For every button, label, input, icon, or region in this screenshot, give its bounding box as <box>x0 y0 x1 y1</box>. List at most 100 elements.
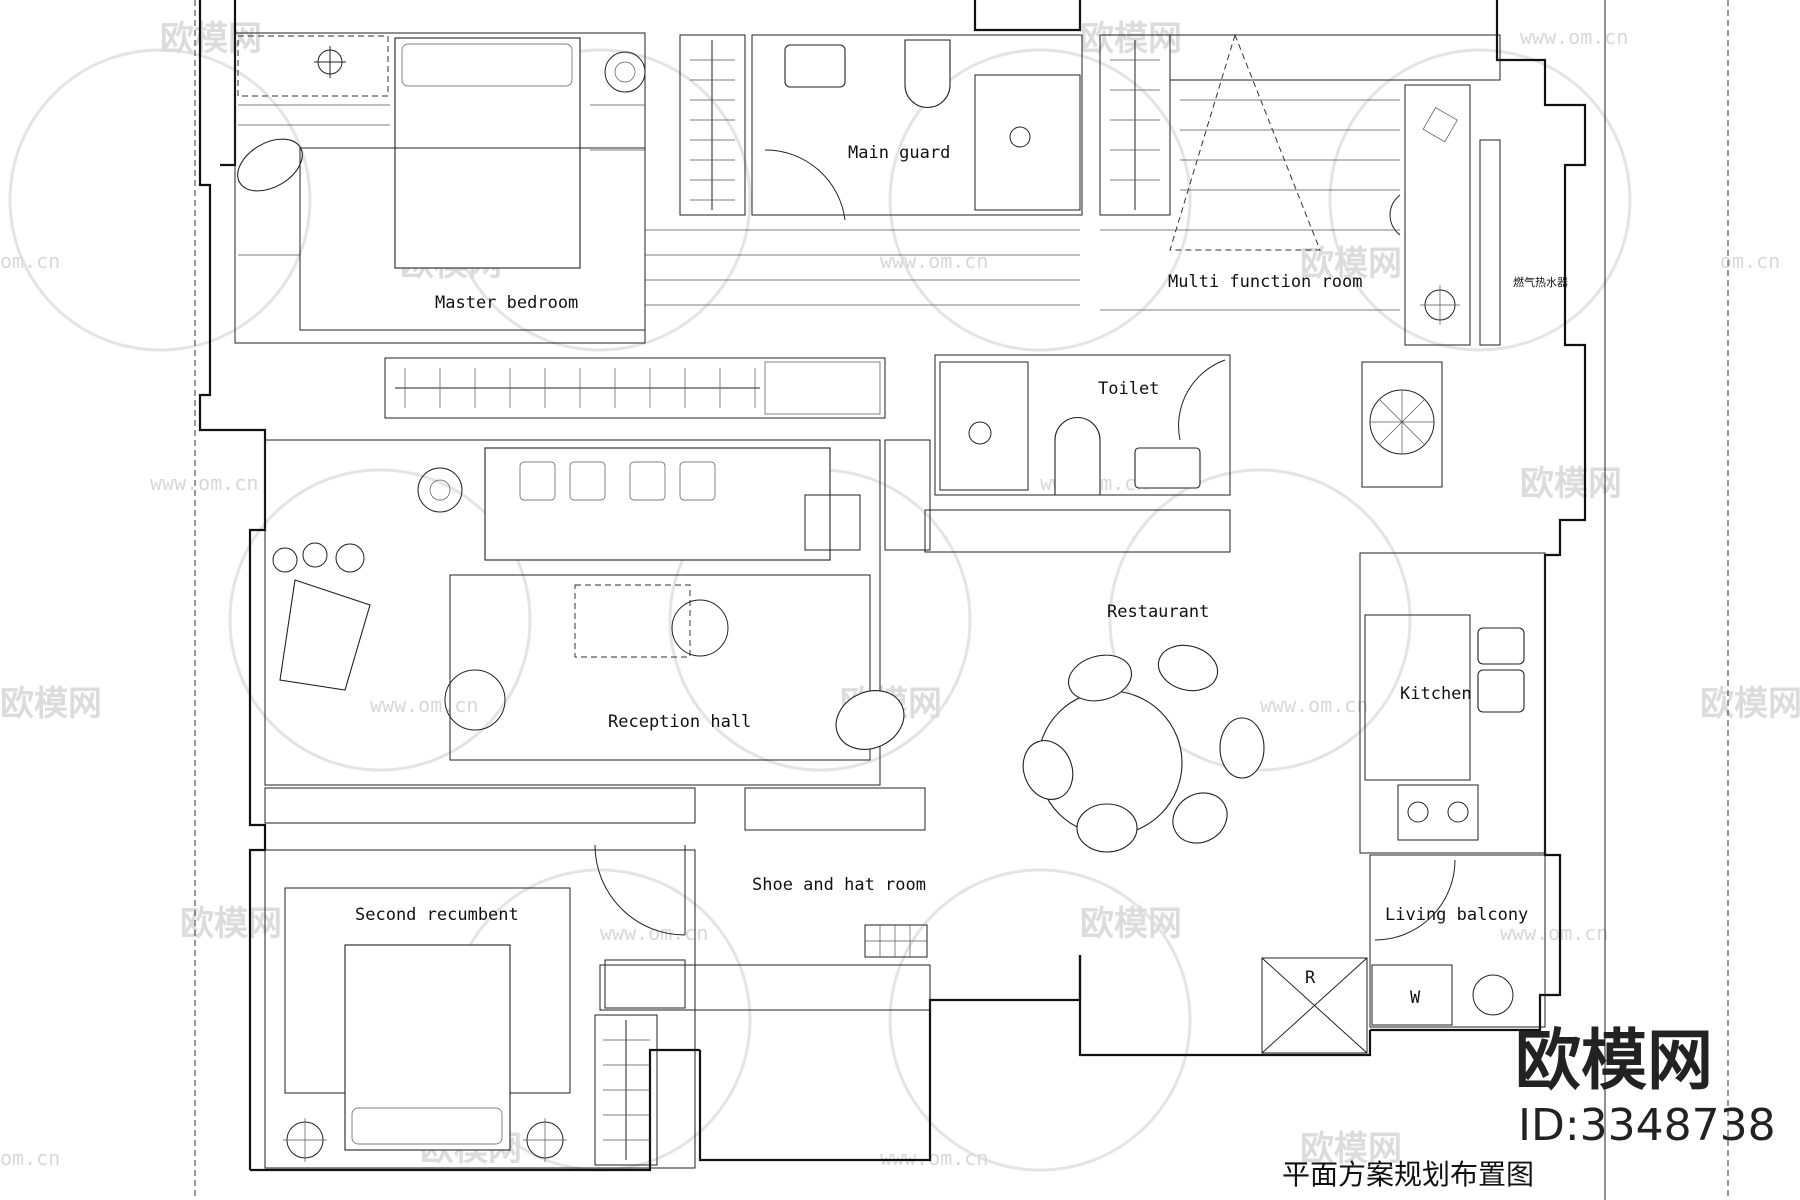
shoe-and-hat-room-label: Shoe and hat room <box>752 875 926 895</box>
watermark-site: www.om.cn <box>880 1146 988 1170</box>
wall-right <box>1370 0 1587 1032</box>
watermark-site: www.om.cn <box>370 693 478 717</box>
multi-function-area: Multi function room 燃气热水器 <box>1099 33 1568 346</box>
hall-wardrobe <box>384 357 886 419</box>
dining-chair <box>1076 803 1138 853</box>
vanity-basin <box>784 44 846 88</box>
plan-caption: 平面方案规划布置图 <box>1282 1158 1534 1191</box>
lamp-icon <box>604 51 646 93</box>
sofa-cushion <box>629 461 666 501</box>
watermark-site-short: om.cn <box>0 249 60 273</box>
watermark-brand: 欧模网 <box>1700 684 1800 724</box>
living-balcony-label: Living balcony <box>1385 905 1528 925</box>
wall-top-notch <box>973 0 1082 32</box>
shelf-rack <box>1099 34 1171 216</box>
living-balcony-area: W R Living balcony <box>1261 854 1546 1054</box>
potted-plant <box>1361 361 1443 488</box>
master-rug <box>299 147 646 331</box>
shower-drain-icon <box>968 421 992 445</box>
wall-cabinet <box>1169 34 1501 81</box>
lounge-chair <box>237 138 303 192</box>
dining-chair <box>1157 644 1219 692</box>
main-guard-label: Main guard <box>848 143 950 163</box>
watermark-brand: 欧模网 <box>1080 904 1182 944</box>
washer-box <box>1371 964 1453 1026</box>
balcony-outline <box>1369 854 1546 1028</box>
dining-chair <box>1068 654 1132 702</box>
watermark-ring <box>1108 468 1412 772</box>
watermark-site: www.om.cn <box>1520 25 1628 49</box>
burner-icon <box>1407 801 1429 823</box>
master-floor-boards <box>238 104 1080 306</box>
coffee-table <box>574 584 691 658</box>
toilet-icon <box>904 39 951 109</box>
armchair <box>279 579 371 691</box>
watermark-ring <box>8 48 312 352</box>
toilet-label: Toilet <box>1098 379 1159 399</box>
wardrobe-rack <box>679 34 746 216</box>
wardrobe-drawer <box>764 361 881 415</box>
kitchen-outline <box>1359 552 1546 854</box>
lounge-chair <box>835 690 905 750</box>
sofa-cushion <box>519 461 556 501</box>
chair-icon <box>1389 194 1401 236</box>
second-bedroom-area: Second recumbent <box>264 849 696 1169</box>
watermark-brand: 欧模网 <box>0 684 102 724</box>
washer-mark: W <box>1410 988 1421 1008</box>
brand-id: ID:3348738 <box>1518 1100 1776 1151</box>
fridge-box <box>1261 957 1368 1054</box>
floor-lamp-icon <box>429 479 451 501</box>
watermark-ring <box>888 868 1192 1172</box>
cabinet <box>604 959 686 1009</box>
stool-icon <box>302 542 328 568</box>
watermark-site: www.om.cn <box>150 471 258 495</box>
cabinet-rows <box>264 439 1231 1011</box>
door-swing <box>594 844 686 936</box>
drawing-frame <box>194 0 1729 1200</box>
restaurant-label: Restaurant <box>1107 602 1209 622</box>
watermark-site: www.om.cn <box>1500 921 1608 945</box>
main-guard-outline <box>751 34 1083 216</box>
watermark-brand: 欧模网 <box>1300 244 1402 284</box>
desk <box>1404 84 1471 346</box>
basin-icon <box>1134 447 1201 489</box>
stool-icon <box>272 547 298 573</box>
watermark-brand: 欧模网 <box>160 19 262 59</box>
refrigerator-mark: R <box>1305 968 1316 988</box>
sofa <box>484 447 831 561</box>
sink-icon <box>1477 627 1525 665</box>
shower-enclosure <box>939 361 1029 491</box>
watermark-site-short: om.cn <box>0 1146 60 1170</box>
reception-hall-label: Reception hall <box>608 712 751 732</box>
door-swing <box>1374 859 1456 941</box>
second-bed <box>344 944 511 1151</box>
cooktop <box>1397 784 1479 841</box>
nightstand-left <box>237 35 389 97</box>
wall-bottom-mid <box>698 955 1082 1162</box>
sofa-cushion <box>679 461 716 501</box>
sink-icon <box>1477 669 1525 713</box>
main-guard-area: Main guard <box>751 34 1083 221</box>
display-cabinet <box>744 787 926 831</box>
watermark-ring <box>228 468 532 772</box>
watermark-site: www.om.cn <box>1260 693 1368 717</box>
reception-hall-area: Reception hall <box>264 439 905 786</box>
master-bedroom-label: Master bedroom <box>435 293 578 313</box>
second-recumbent-label: Second recumbent <box>355 905 519 925</box>
heater-label: 燃气热水器 <box>1513 275 1568 289</box>
window-frame <box>1479 139 1501 346</box>
desk-lamp <box>1422 107 1458 143</box>
fridge-cross <box>1261 957 1368 1054</box>
burner-icon <box>1447 801 1469 823</box>
second-bedroom-outline <box>264 849 696 1169</box>
carpet <box>449 574 871 761</box>
side-stool <box>671 599 729 657</box>
toilet-area: Toilet <box>934 354 1231 496</box>
side-table <box>804 494 861 551</box>
reception-hall-outline <box>264 439 881 786</box>
watermark-layer: 欧模网 欧模网 欧模网 欧模网 欧模网 欧模网 欧模网 欧模网 欧模网 欧模网 … <box>0 19 1800 1172</box>
shower-enclosure <box>974 74 1081 211</box>
multi-function-room-label: Multi function room <box>1168 272 1362 292</box>
dining-chair <box>1022 740 1074 800</box>
